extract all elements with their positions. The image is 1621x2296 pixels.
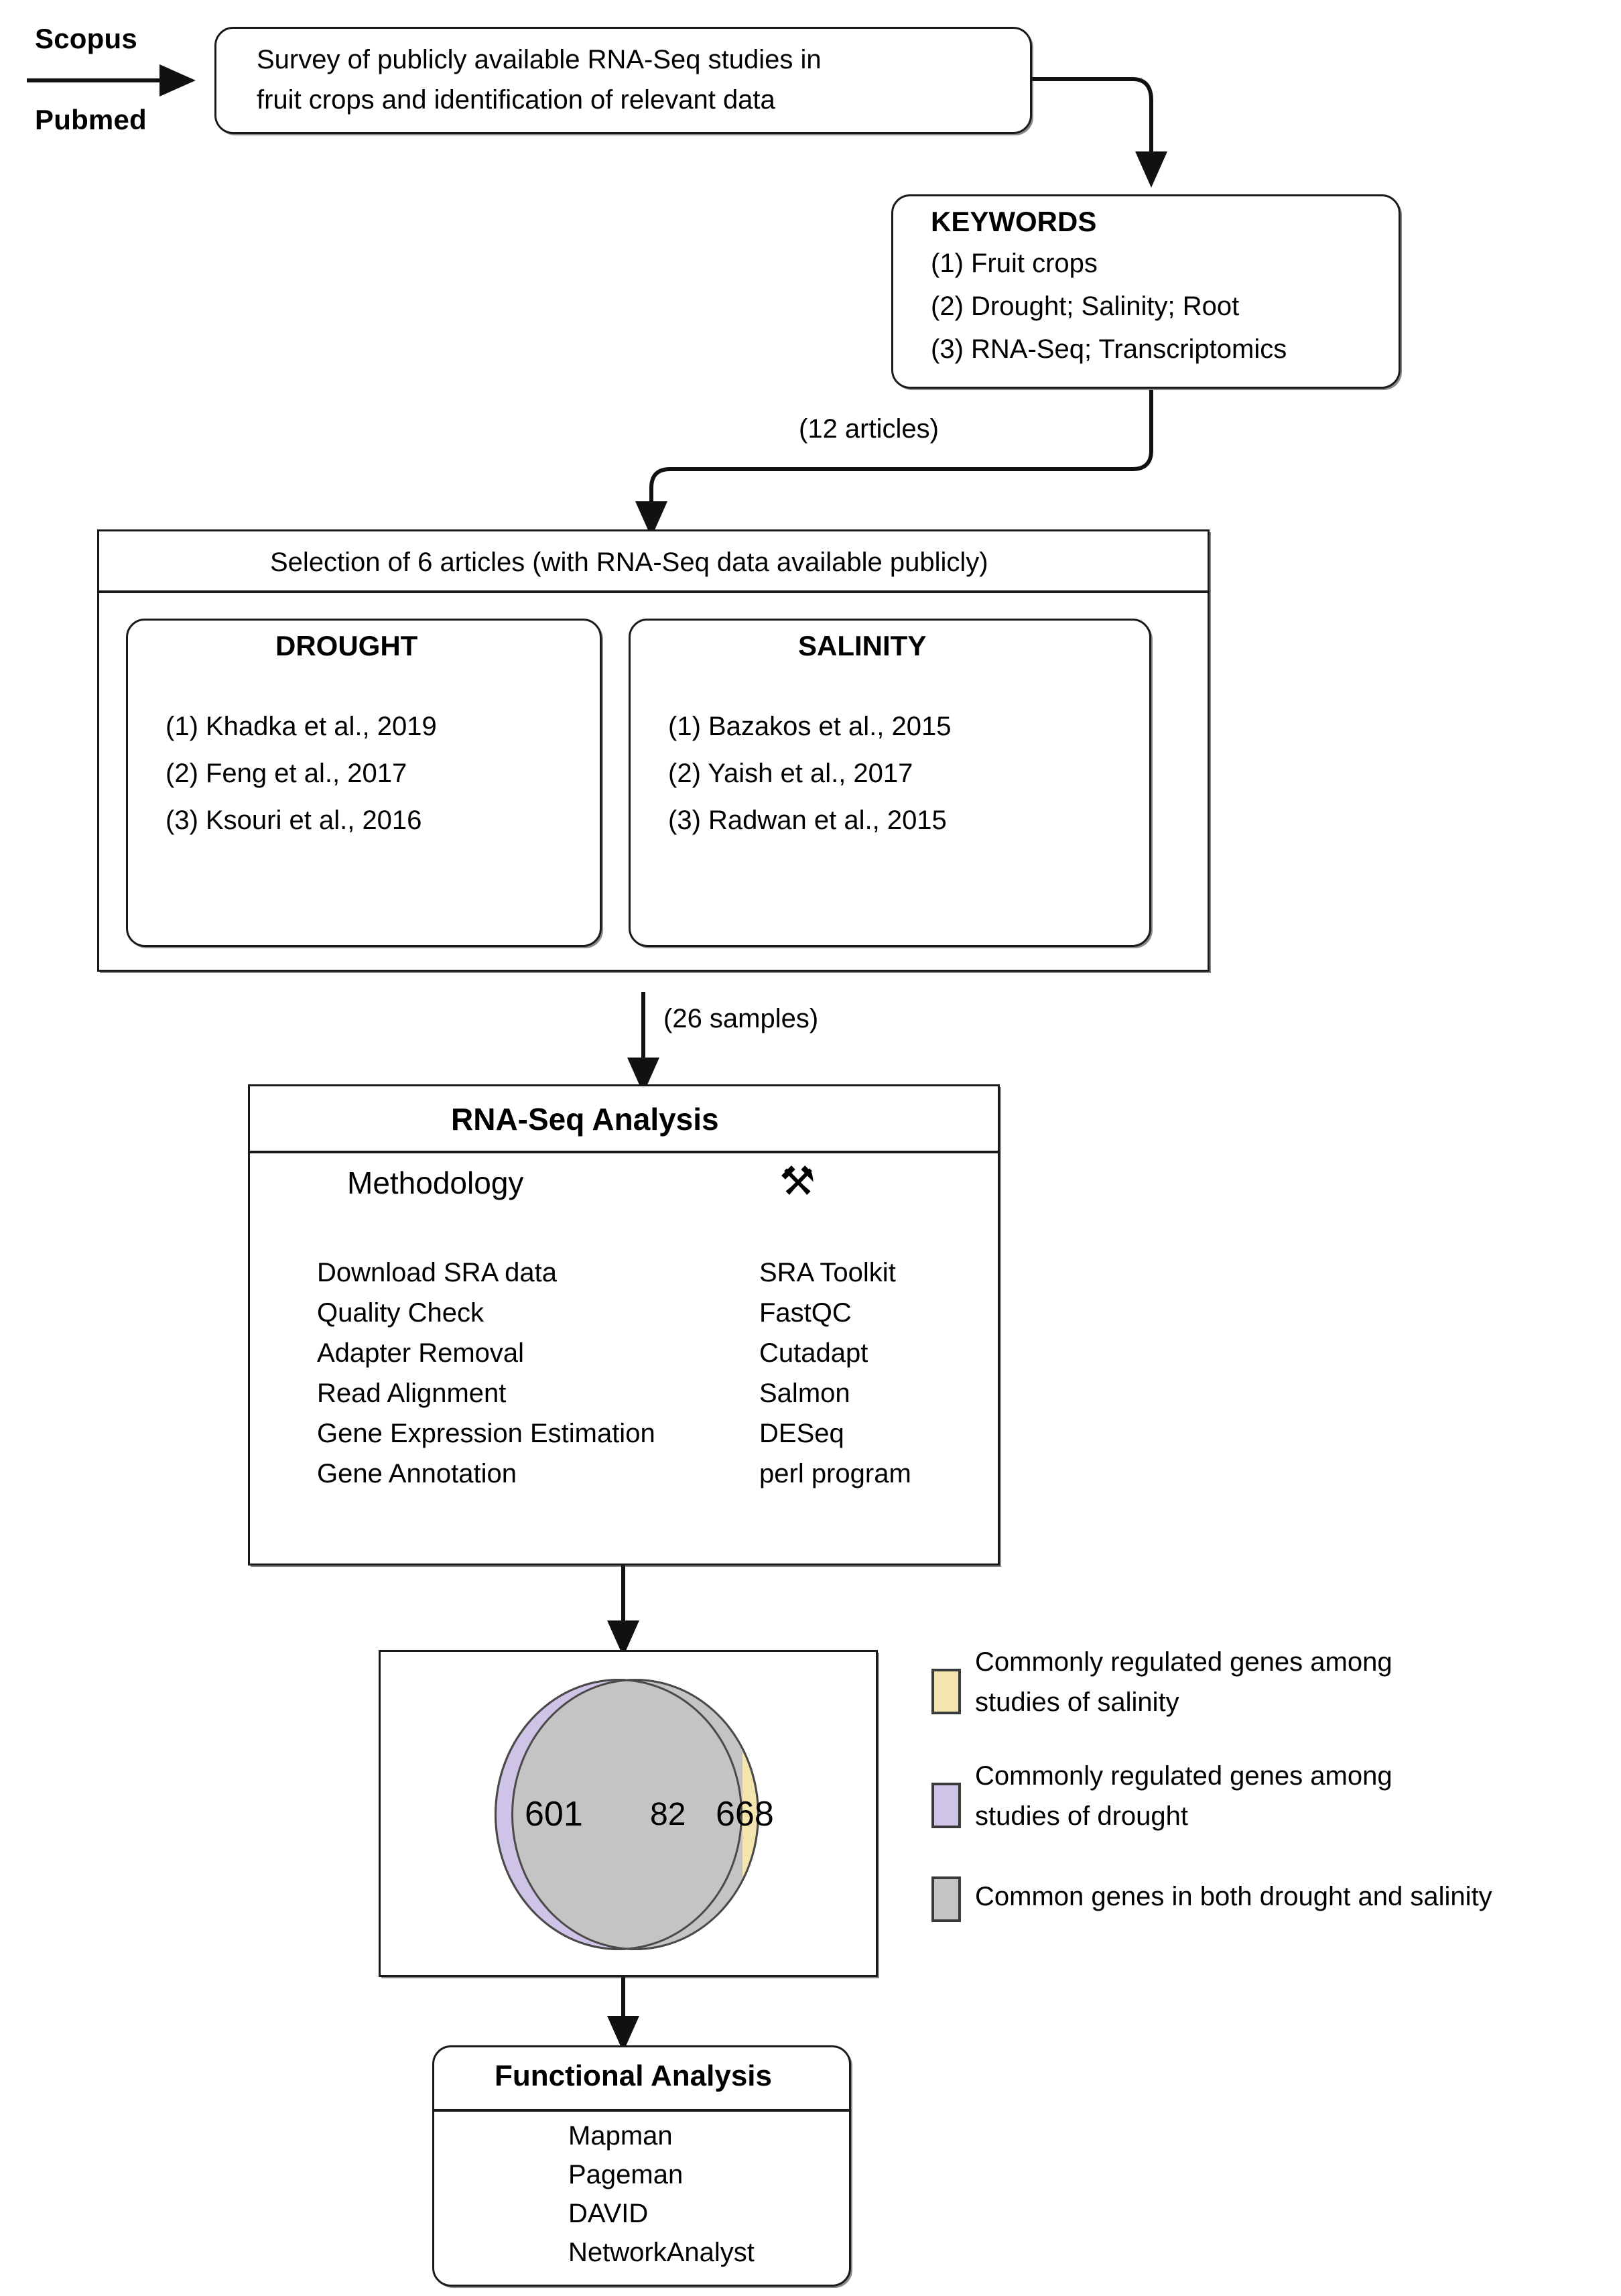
source-label-scopus: Scopus (35, 23, 137, 54)
drought-article-2: (2) Feng et al., 2017 (166, 759, 407, 788)
legend-swatch-common (931, 1876, 961, 1922)
rnaseq-step-5: Gene Expression Estimation (317, 1419, 655, 1448)
functional-tool-2: Pageman (568, 2160, 684, 2189)
rnaseq-tool-6: perl program (759, 1459, 911, 1488)
survey-line-1: Survey of publicly available RNA-Seq stu… (257, 45, 822, 74)
salinity-article-1: (1) Bazakos et al., 2015 (668, 712, 952, 741)
rnaseq-tool-5: DESeq (759, 1419, 844, 1448)
functional-tool-4: NetworkAnalyst (568, 2238, 755, 2267)
rnaseq-tool-3: Cutadapt (759, 1338, 868, 1368)
rnaseq-analysis-box[interactable]: RNA-Seq Analysis Methodology ⚒ Download … (248, 1084, 1000, 1566)
edge-label-articles: (12 articles) (799, 414, 939, 444)
legend-swatch-salinity (931, 1669, 961, 1714)
rnaseq-step-2: Quality Check (317, 1298, 484, 1328)
functional-title-divider (434, 2109, 849, 2112)
survey-line-2: fruit crops and identification of releva… (257, 85, 775, 115)
survey-box[interactable]: Survey of publicly available RNA-Seq stu… (214, 27, 1032, 134)
rnaseq-title: RNA-Seq Analysis (451, 1102, 719, 1137)
salinity-article-2: (2) Yaish et al., 2017 (668, 759, 913, 788)
rnaseq-tool-4: Salmon (759, 1379, 850, 1408)
legend-label-salinity-line2: studies of salinity (975, 1687, 1179, 1717)
legend-label-drought-line2: studies of drought (975, 1801, 1188, 1831)
venn-count-salinity: 668 (716, 1795, 774, 1834)
rnaseq-step-6: Gene Annotation (317, 1459, 517, 1488)
rnaseq-step-1: Download SRA data (317, 1258, 558, 1287)
keywords-box[interactable]: KEYWORDS (1) Fruit crops (2) Drought; Sa… (891, 194, 1401, 389)
tools-icon: ⚒ (779, 1159, 816, 1204)
functional-analysis-title: Functional Analysis (495, 2059, 773, 2092)
keywords-item-1: (1) Fruit crops (931, 249, 1098, 278)
group-title-drought: DROUGHT (275, 630, 418, 661)
selection-box[interactable]: Selection of 6 articles (with RNA-Seq da… (97, 529, 1210, 972)
rnaseq-tool-1: SRA Toolkit (759, 1258, 896, 1287)
source-label-pubmed: Pubmed (35, 104, 147, 135)
edge-label-samples: (26 samples) (663, 1004, 819, 1033)
rnaseq-step-3: Adapter Removal (317, 1338, 525, 1368)
legend-swatch-drought (931, 1783, 961, 1828)
keywords-item-2: (2) Drought; Salinity; Root (931, 292, 1240, 321)
venn-diagram-box[interactable]: 601 82 668 (379, 1650, 878, 1977)
functional-analysis-box[interactable]: Functional Analysis Mapman Pageman DAVID… (432, 2045, 851, 2287)
rnaseq-title-divider (250, 1151, 998, 1153)
venn-count-intersection: 82 (650, 1797, 686, 1832)
drought-article-1: (1) Khadka et al., 2019 (166, 712, 437, 741)
rnaseq-col-header-methodology: Methodology (347, 1165, 524, 1200)
rnaseq-tool-2: FastQC (759, 1298, 852, 1328)
legend-label-salinity-line1: Commonly regulated genes among (975, 1647, 1392, 1677)
venn-count-drought: 601 (525, 1795, 583, 1834)
salinity-article-3: (3) Radwan et al., 2015 (668, 806, 947, 835)
keywords-title: KEYWORDS (931, 206, 1097, 237)
drought-article-3: (3) Ksouri et al., 2016 (166, 806, 422, 835)
group-box-drought[interactable]: DROUGHT (1) Khadka et al., 2019 (2) Feng… (126, 619, 602, 947)
functional-tool-3: DAVID (568, 2199, 649, 2228)
selection-header: Selection of 6 articles (with RNA-Seq da… (270, 548, 988, 577)
legend-label-common: Common genes in both drought and salinit… (975, 1882, 1492, 1911)
functional-tool-1: Mapman (568, 2121, 673, 2151)
selection-header-divider (99, 590, 1208, 593)
venn-salinity-outline (511, 1679, 759, 1950)
group-title-salinity: SALINITY (798, 630, 927, 661)
legend-label-drought-line1: Commonly regulated genes among (975, 1761, 1392, 1791)
keywords-item-3: (3) RNA-Seq; Transcriptomics (931, 334, 1287, 364)
group-box-salinity[interactable]: SALINITY (1) Bazakos et al., 2015 (2) Ya… (629, 619, 1151, 947)
rnaseq-step-4: Read Alignment (317, 1379, 507, 1408)
